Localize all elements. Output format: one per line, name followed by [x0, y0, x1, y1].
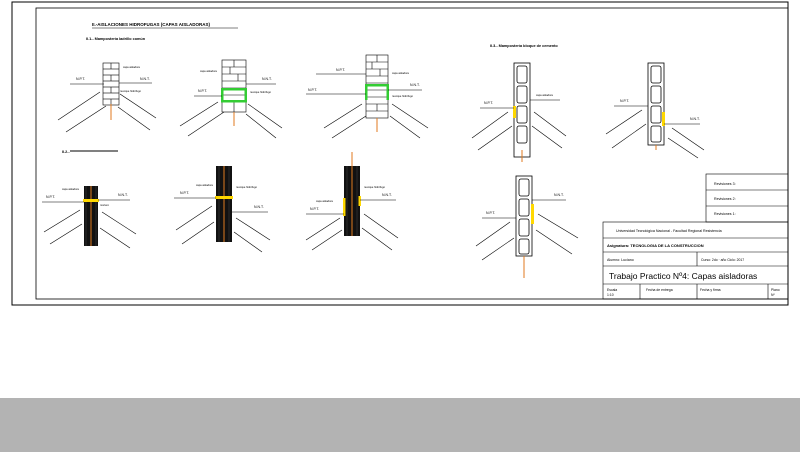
svg-text:N.N.T.: N.N.T.: [262, 77, 272, 81]
svg-text:N.N.T.: N.N.T.: [118, 193, 128, 197]
approval: Fecha y firma: [700, 288, 721, 292]
revision-3: Revisiones 3:: [714, 182, 736, 186]
revision-2: Revisiones 2:: [714, 197, 736, 201]
course: Curso: 2do · año Ciclo: 2017: [701, 258, 744, 262]
detail-block-2: N.P.T. N.N.T.: [605, 62, 705, 159]
svg-text:N.P.T.: N.P.T.: [198, 89, 207, 93]
section-3-label: II.3.- Mampostería bloque de cemento: [490, 44, 558, 48]
svg-text:N.P.T.: N.P.T.: [486, 211, 495, 215]
subject: Asignatura: TECNOLOGIA DE LA CONSTRUCCIO…: [607, 243, 704, 248]
detail-brick-3: N.P.T. N.P.T. N.N.T. capa aisladora revo…: [306, 54, 429, 139]
svg-text:N.P.T.: N.P.T.: [76, 77, 85, 81]
svg-text:N.P.T.: N.P.T.: [484, 101, 493, 105]
drawing-heading: II.-AISLACIONES HIDROFUGAS (CAPAS AISLAD…: [92, 22, 211, 27]
student: Alumno: Luciano: [607, 258, 634, 262]
svg-text:N.P.T.: N.P.T.: [308, 88, 317, 92]
svg-text:N.N.T.: N.N.T.: [140, 77, 150, 81]
plan-value: Nº: [771, 293, 775, 297]
drawing-title: Trabajo Practico Nº4: Capas aisladoras: [609, 271, 757, 281]
svg-text:revoque hidrófugo: revoque hidrófugo: [392, 94, 413, 98]
svg-text:N.N.T.: N.N.T.: [382, 193, 392, 197]
detail-brick-1: N.P.T. N.N.T. capa aisladora revoque hid…: [57, 62, 157, 133]
revision-1: Revisiones 1:: [714, 212, 736, 216]
svg-text:revoque hidrófugo: revoque hidrófugo: [364, 185, 385, 189]
detail-wall-1: N.P.T. N.N.T. capa aisladora mortero: [42, 186, 137, 249]
svg-text:N.P.T.: N.P.T.: [180, 191, 189, 195]
detail-wall-3: N.P.T. N.N.T. capa aisladora revoque hid…: [305, 152, 399, 251]
svg-text:capa aisladora: capa aisladora: [392, 71, 409, 75]
svg-text:N.N.T.: N.N.T.: [554, 193, 564, 197]
svg-text:capa aisladora: capa aisladora: [536, 93, 553, 97]
svg-text:N.N.T.: N.N.T.: [254, 205, 264, 209]
svg-text:N.P.T.: N.P.T.: [310, 207, 319, 211]
svg-text:N.P.T.: N.P.T.: [46, 195, 55, 199]
viewer-footer-band: [0, 398, 800, 452]
inner-frame: [35, 7, 789, 300]
svg-text:N.P.T.: N.P.T.: [336, 68, 345, 72]
university-name: Universidad Tecnológica Nacional - Facul…: [616, 229, 722, 233]
detail-brick-2: N.P.T. N.N.T. capa aisladora revoque hid…: [179, 59, 283, 139]
svg-text:capa aisladora: capa aisladora: [316, 199, 333, 203]
scale-label: Escala: [607, 288, 617, 292]
svg-text:mortero: mortero: [100, 203, 109, 207]
section-1-label: II.1.- Mampostería ladrillo común: [86, 37, 146, 41]
section-2-label: II.2.-: [62, 150, 70, 154]
svg-text:capa aisladora: capa aisladora: [200, 69, 217, 73]
svg-text:revoque hidrófugo: revoque hidrófugo: [250, 90, 271, 94]
svg-text:N.N.T.: N.N.T.: [690, 117, 700, 121]
svg-text:capa aisladora: capa aisladora: [196, 183, 213, 187]
outer-frame: [11, 1, 789, 306]
svg-text:revoque hidrófugo: revoque hidrófugo: [120, 89, 141, 93]
detail-block-1: N.P.T. capa aisladora: [471, 62, 567, 162]
svg-text:N.N.T.: N.N.T.: [410, 83, 420, 87]
detail-block-3: N.P.T. N.N.T.: [475, 175, 579, 278]
svg-text:capa aisladora: capa aisladora: [123, 65, 140, 69]
plan-label: Plano: [771, 288, 780, 292]
svg-text:N.P.T.: N.P.T.: [620, 99, 629, 103]
svg-text:revoque hidrófugo: revoque hidrófugo: [236, 185, 257, 189]
svg-text:capa aisladora: capa aisladora: [62, 187, 79, 191]
delivery-date: Fecha de entrega: [646, 288, 673, 292]
detail-wall-2: N.P.T. N.N.T. capa aisladora revoque hid…: [174, 166, 271, 253]
title-block: [602, 173, 789, 300]
scale-value: 1:10: [607, 293, 614, 297]
